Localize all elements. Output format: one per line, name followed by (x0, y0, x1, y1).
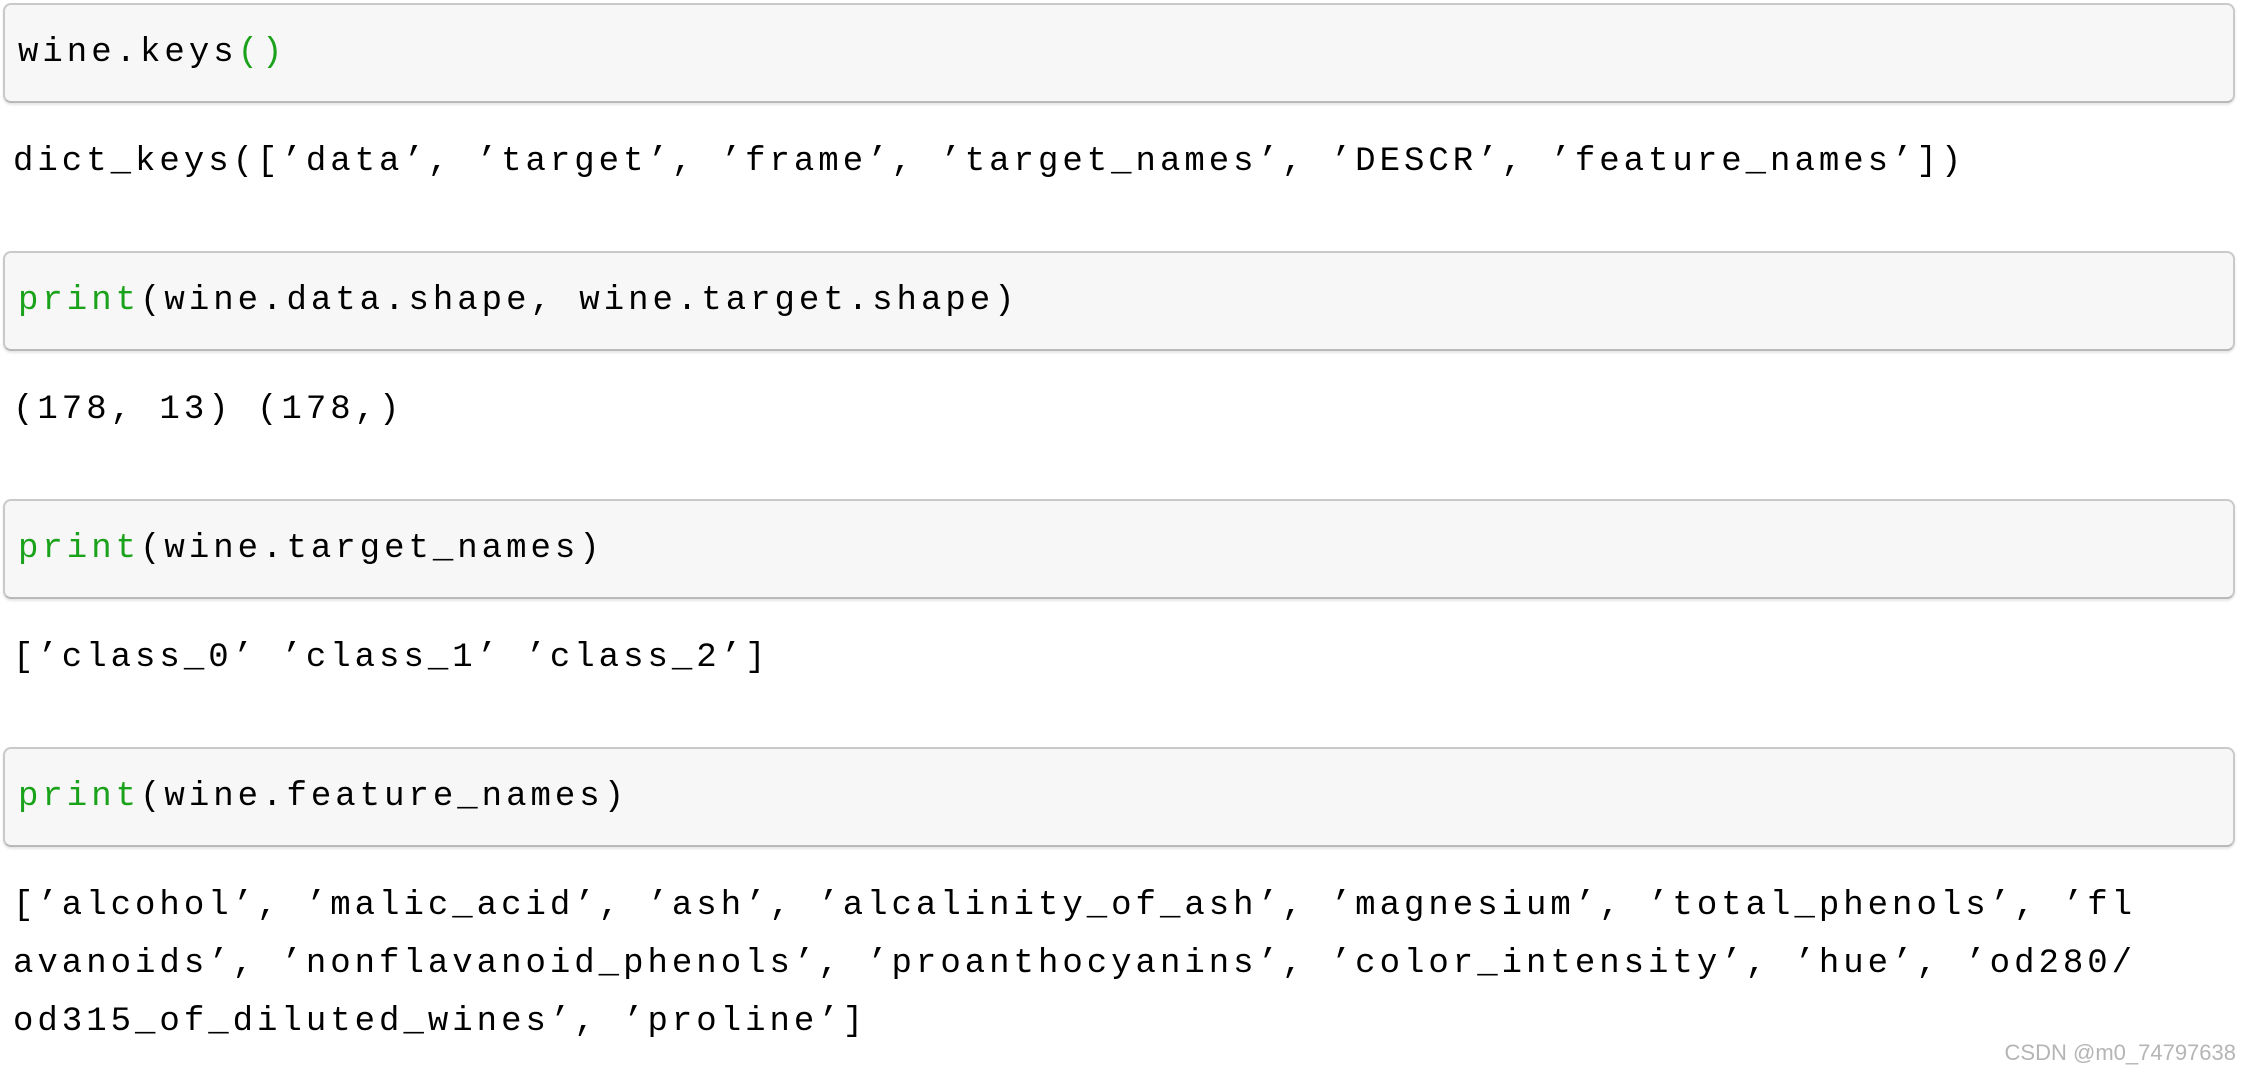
code-cell-input-4[interactable]: print(wine.feature_names) (3, 747, 2235, 847)
code-cell-output-4: [’alcohol’, ’malic_acid’, ’ash’, ’alcali… (13, 887, 2137, 1041)
code-segment-highlight: () (237, 34, 287, 72)
code-segment-highlight: print (18, 282, 141, 320)
code-cell-output-1: dict_keys([’data’, ’target’, ’frame’, ’t… (13, 143, 1966, 181)
code-segment: (wine.data.shape, wine.target.shape) (140, 282, 1019, 320)
code-segment: wine.keys (18, 34, 238, 72)
notebook-cells: wine.keys() dict_keys([’data’, ’target’,… (3, 3, 2235, 1041)
code-segment-highlight: print (18, 778, 141, 816)
code-segment: (wine.feature_names) (140, 778, 629, 816)
code-cell-output-3: [’class_0’ ’class_1’ ’class_2’] (13, 639, 770, 677)
code-segment: (wine.target_names) (140, 530, 604, 568)
code-segment-highlight: print (18, 530, 141, 568)
code-cell-input-1[interactable]: wine.keys() (3, 3, 2235, 103)
code-cell-input-2[interactable]: print(wine.data.shape, wine.target.shape… (3, 251, 2235, 351)
code-cell-output-2: (178, 13) (178,) (13, 391, 404, 429)
csdn-watermark: CSDN @m0_74797638 (2004, 1040, 2236, 1065)
code-cell-input-3[interactable]: print(wine.target_names) (3, 499, 2235, 599)
